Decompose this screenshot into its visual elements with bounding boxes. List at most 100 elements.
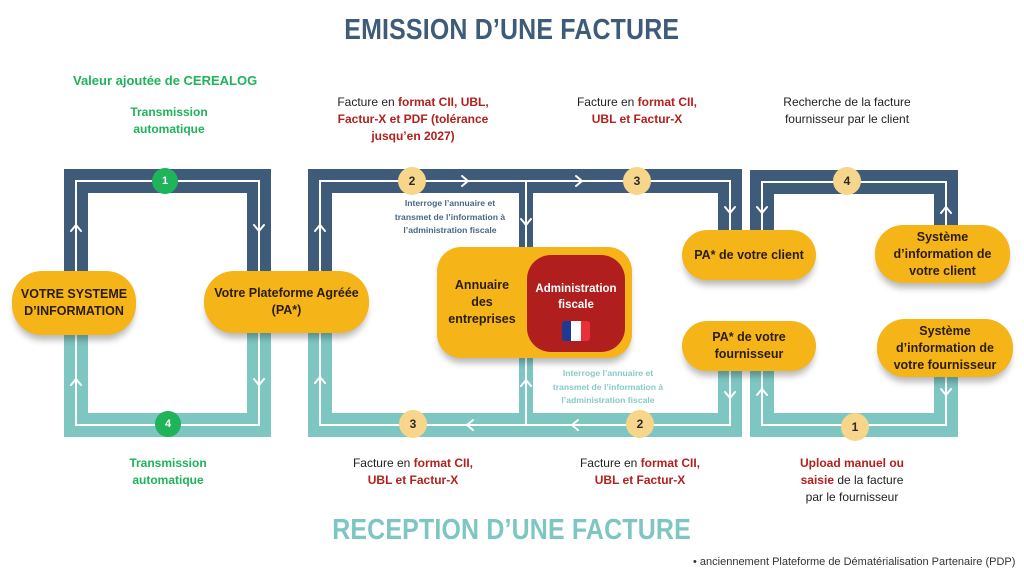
arrow-down-icon — [724, 206, 736, 214]
loop-partner-systems — [750, 170, 958, 437]
reception-directory-note: Interroge l’annuaire et transmet de l’in… — [533, 367, 683, 408]
reception-step2-desc: Facture en format CII, UBL et Factur-X — [560, 455, 720, 489]
arrow-down-icon — [253, 378, 265, 386]
node-directory: Annuaire des entreprises — [437, 277, 527, 328]
node-supplier-platform[interactable]: PA* de votre fournisseur — [682, 321, 816, 371]
arrow-up-icon — [70, 224, 82, 232]
desc-highlight: format CII, — [413, 456, 474, 470]
node-label: VOTRE SYSTEME — [20, 287, 128, 301]
cerealog-value-label: Valeur ajoutée de CEREALOG — [73, 73, 258, 88]
node-label: d’information de — [896, 340, 994, 355]
arrow-down-icon — [520, 218, 532, 226]
flag-white — [571, 321, 581, 341]
node-own-system[interactable]: VOTRE SYSTEME D’INFORMATION — [12, 271, 136, 335]
note-line: l’administration fiscale — [403, 225, 497, 235]
reception-step1-badge: 1 — [841, 413, 869, 441]
arrow-left-icon — [466, 419, 474, 431]
flag-blue — [562, 321, 572, 341]
node-label: votre fournisseur — [893, 357, 997, 372]
desc-line: automatique — [133, 122, 205, 136]
emission-step3-desc: Facture en format CII, UBL et Factur-X — [557, 94, 717, 128]
note-line: Interroge l’annuaire et — [404, 198, 496, 208]
desc-line: Facture en format CII, — [333, 455, 493, 472]
arrow-down-icon — [940, 388, 952, 396]
emission-title: EMISSION D’UNE FACTURE — [0, 14, 1024, 47]
desc-line: automatique — [132, 473, 204, 487]
node-label: Administration — [535, 283, 617, 295]
node-label: fiscale — [558, 299, 594, 311]
node-label: Annuaire — [454, 278, 510, 292]
desc-line: Facture en format CII, — [560, 455, 720, 472]
desc-highlight: format CII, — [640, 456, 701, 470]
desc-line: Facture en format CII, — [557, 94, 717, 111]
desc-highlight: Factur-X et PDF (tolérance — [337, 112, 489, 126]
desc-line: par le fournisseur — [805, 490, 899, 504]
arrow-left-icon — [571, 419, 579, 431]
node-label: votre client — [909, 263, 976, 278]
reception-step1-desc: Upload manuel ou saisie de la facture pa… — [772, 455, 932, 506]
note-line: l’administration fiscale — [561, 395, 655, 405]
desc-highlight: UBL et Factur-X — [594, 473, 686, 487]
note-line: transmet de l’information à — [394, 211, 506, 222]
reception-step4-badge: 4 — [155, 411, 181, 437]
node-own-platform[interactable]: Votre Plateforme Agréée(PA*) — [204, 271, 369, 333]
emission-step1-desc: Transmission automatique — [99, 104, 239, 138]
emission-step2-badge: 2 — [398, 167, 426, 195]
footnote: • anciennement Plateforme de Dématériali… — [693, 556, 1016, 568]
flag-red — [580, 321, 590, 341]
desc-highlight: Upload manuel ou — [799, 456, 904, 470]
desc-line: Transmission — [129, 456, 207, 470]
emission-step2-desc: Facture en format CII, UBL, Factur-X et … — [313, 94, 513, 145]
desc-line: Recherche de la facture — [783, 95, 911, 109]
arrow-up-icon — [940, 206, 952, 214]
node-label: des — [471, 295, 493, 309]
reception-title: RECEPTION D’UNE FACTURE — [0, 514, 1024, 547]
node-label: PA* de votre — [712, 330, 786, 344]
node-label: D’INFORMATION — [24, 304, 124, 318]
desc-text: Facture en — [352, 456, 414, 470]
reception-step2-badge: 2 — [626, 410, 654, 438]
reception-step3-badge: 3 — [399, 410, 427, 438]
node-label: Système — [916, 229, 969, 244]
arrow-up-icon — [520, 379, 532, 387]
desc-text: Facture en — [579, 456, 641, 470]
node-label: fournisseur — [714, 347, 784, 361]
loop-platforms — [308, 169, 742, 437]
arrow-up-icon — [314, 224, 326, 232]
reception-title-text: RECEPTION D’UNE FACTURE — [332, 514, 692, 546]
emission-step3-badge: 3 — [623, 167, 651, 195]
emission-line — [75, 180, 260, 273]
note-line: transmet de l’information à — [552, 381, 664, 392]
desc-text: de la facture — [834, 473, 904, 487]
arrow-right-icon — [461, 175, 469, 187]
desc-text: Facture en — [576, 95, 638, 109]
note-line: Interroge l’annuaire et — [562, 368, 654, 378]
desc-line: Transmission — [130, 105, 208, 119]
arrow-up-icon — [314, 376, 326, 384]
desc-highlight: UBL et Factur-X — [591, 112, 683, 126]
desc-line: saisie de la facture — [772, 472, 932, 489]
node-label: entreprises — [448, 312, 516, 326]
desc-highlight: format CII, UBL, — [398, 95, 489, 109]
emission-step4-badge: 4 — [833, 167, 861, 195]
desc-line: fournisseur par le client — [784, 112, 910, 126]
emission-title-text: EMISSION D’UNE FACTURE — [344, 14, 680, 46]
france-flag-icon — [562, 321, 590, 341]
emission-step1-badge: 1 — [152, 168, 178, 194]
node-label: (PA*) — [271, 303, 302, 317]
emission-directory-note: Interroge l’annuaire et transmet de l’in… — [375, 197, 525, 238]
arrow-down-icon — [724, 391, 736, 399]
desc-highlight: jusqu’en 2027) — [371, 129, 455, 143]
node-label: PA* de votre client — [694, 247, 804, 262]
arrow-down-icon — [253, 224, 265, 232]
desc-highlight: saisie — [800, 473, 834, 487]
arrow-up-icon — [70, 378, 82, 386]
desc-highlight: UBL et Factur-X — [367, 473, 459, 487]
desc-text: Facture en — [337, 95, 399, 109]
node-client-platform[interactable]: PA* de votre client — [682, 230, 816, 280]
arrow-down-icon — [756, 206, 768, 214]
reception-step4-desc: Transmission automatique — [98, 455, 238, 489]
